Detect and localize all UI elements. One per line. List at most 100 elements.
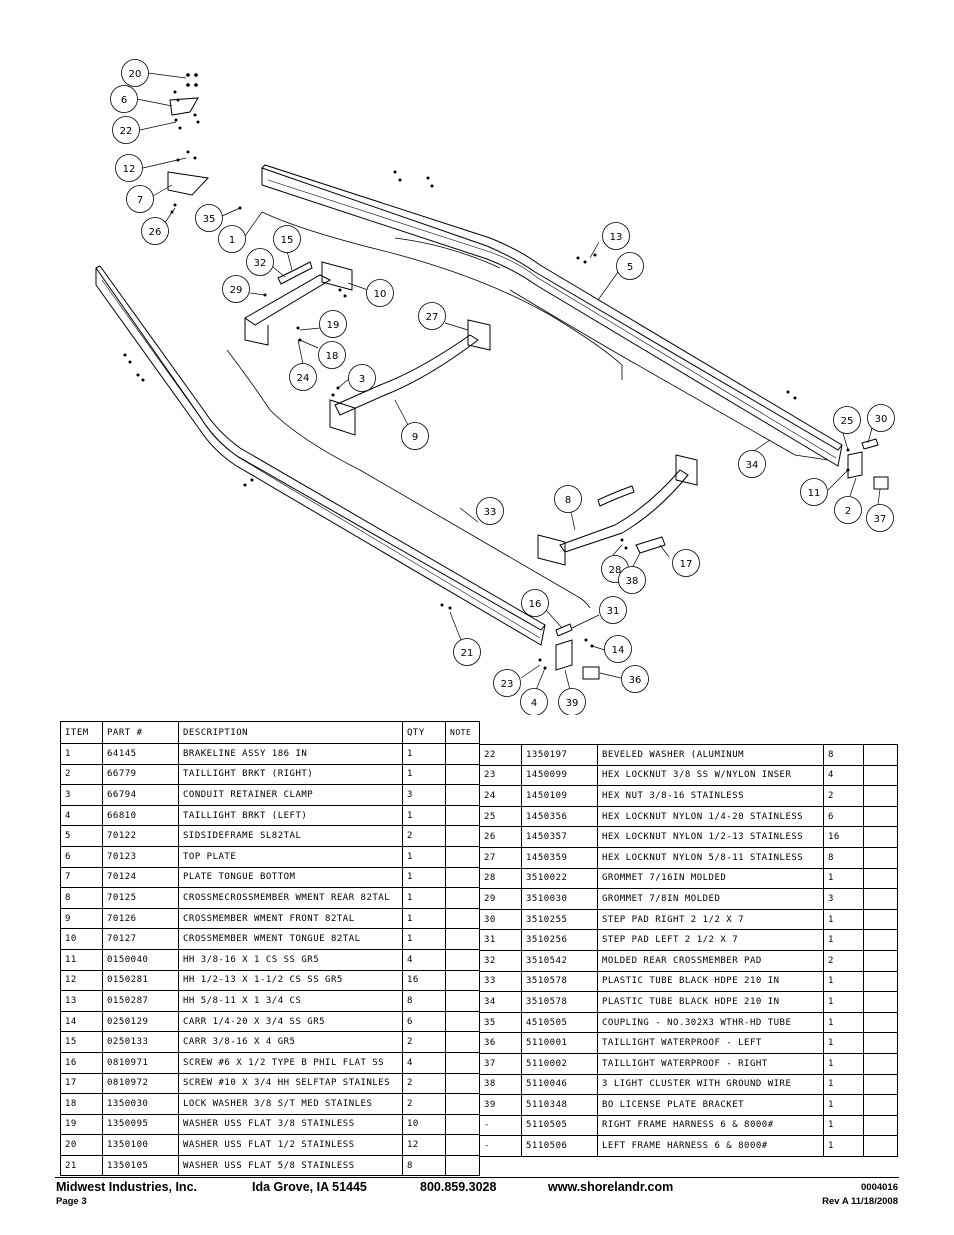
- svg-text:32: 32: [254, 258, 267, 269]
- callout-balloon: 5: [616, 252, 644, 280]
- cell-item: -: [479, 1135, 522, 1157]
- cell-note: [445, 1072, 480, 1095]
- cell-qty: 1: [823, 1114, 864, 1137]
- cell-description: STEP PAD RIGHT 2 1/2 X 7: [597, 908, 824, 931]
- header-item: ITEM: [60, 721, 103, 744]
- cell-description: TAILLIGHT WATERPROOF - RIGHT: [597, 1052, 824, 1075]
- svg-text:34: 34: [746, 460, 759, 471]
- cell-qty: 8: [402, 990, 446, 1012]
- cell-item: 13: [60, 990, 103, 1012]
- cell-qty: 1: [402, 928, 446, 950]
- svg-text:35: 35: [203, 214, 216, 225]
- cell-description: TAILLIGHT BRKT (LEFT): [178, 804, 403, 827]
- cell-note: [863, 929, 898, 951]
- cell-item: 7: [60, 866, 103, 889]
- taillight-bracket-left: [555, 639, 573, 671]
- cell-qty: 1: [823, 867, 864, 890]
- cell-item: 28: [479, 867, 522, 890]
- svg-text:38: 38: [626, 576, 639, 587]
- cell-description: WASHER USS FLAT 3/8 STAINLESS: [178, 1113, 403, 1136]
- cell-part: 70122: [102, 825, 179, 847]
- svg-text:21: 21: [461, 648, 474, 659]
- cell-qty: 2: [823, 785, 864, 807]
- cell-qty: 12: [402, 1134, 446, 1156]
- cell-description: HEX LOCKNUT NYLON 5/8-11 STAINLESS: [597, 846, 824, 869]
- svg-text:7: 7: [137, 195, 143, 206]
- svg-text:20: 20: [129, 69, 142, 80]
- cell-note: [445, 763, 480, 786]
- callout-balloon: 15: [273, 225, 301, 253]
- cell-part: 0810972: [102, 1072, 179, 1095]
- cell-item: 24: [479, 785, 522, 807]
- cell-item: 35: [479, 1011, 522, 1034]
- cell-qty: 1: [823, 1052, 864, 1075]
- cell-part: 5110046: [521, 1073, 598, 1096]
- svg-text:10: 10: [374, 289, 387, 300]
- cell-item: 17: [60, 1072, 103, 1095]
- svg-text:22: 22: [120, 126, 133, 137]
- taillight-left: [582, 666, 600, 680]
- callout-balloon: 21: [453, 638, 481, 666]
- cell-description: PLATE TONGUE BOTTOM: [178, 866, 403, 889]
- cell-note: [445, 845, 480, 868]
- callout-balloon: 20: [121, 59, 149, 87]
- cell-qty: 4: [402, 1051, 446, 1074]
- cell-item: 3: [60, 784, 103, 806]
- cell-qty: 1: [823, 908, 864, 931]
- cell-item: 6: [60, 845, 103, 868]
- callout-balloon: 39: [558, 688, 586, 715]
- cell-description: HEX LOCKNUT NYLON 1/2-13 STAINLESS: [597, 826, 824, 848]
- cell-part: 0250133: [102, 1031, 179, 1053]
- footer-phone: 800.859.3028: [420, 1180, 497, 1194]
- cell-qty: 4: [402, 948, 446, 971]
- cell-note: [445, 1154, 480, 1177]
- cell-note: [445, 948, 480, 971]
- cell-qty: 1: [823, 970, 864, 993]
- exploded-assembly-diagram: 20 6 22 12 7 26 35 1 15 32 29 10 19 18 2…: [95, 59, 895, 715]
- light-cluster: [635, 536, 666, 554]
- plastic-tube-left: [226, 349, 591, 609]
- callout-balloon: 36: [621, 665, 649, 693]
- svg-text:17: 17: [680, 559, 693, 570]
- taillight-right: [873, 476, 889, 490]
- callout-balloon: 23: [493, 669, 521, 697]
- cell-description: PLASTIC TUBE BLACK HDPE 210 IN: [597, 970, 824, 993]
- cell-description: SCREW #10 X 3/4 HH SELFTAP STAINLES: [178, 1072, 403, 1095]
- svg-text:27: 27: [426, 312, 439, 323]
- cell-qty: 1: [823, 1135, 864, 1157]
- cell-part: 1350100: [102, 1134, 179, 1156]
- side-frame-left: [95, 265, 546, 646]
- cell-item: 21: [60, 1154, 103, 1177]
- cell-description: PLASTIC TUBE BLACK HDPE 210 IN: [597, 991, 824, 1013]
- svg-text:2: 2: [845, 506, 851, 517]
- svg-text:4: 4: [531, 698, 537, 709]
- header-qty: QTY: [402, 721, 446, 744]
- cell-part: 1450356: [521, 805, 598, 828]
- svg-text:8: 8: [565, 495, 571, 506]
- svg-text:6: 6: [121, 95, 127, 106]
- callout-balloon: 9: [401, 422, 429, 450]
- callout-balloon: 4: [520, 688, 548, 715]
- crossmember-rear: [537, 454, 698, 566]
- cell-item: 26: [479, 826, 522, 848]
- cell-part: 0150287: [102, 990, 179, 1012]
- cell-item: 38: [479, 1073, 522, 1096]
- callout-balloon: 16: [521, 589, 549, 617]
- cell-qty: 8: [823, 744, 864, 766]
- cell-qty: 2: [402, 1072, 446, 1095]
- step-pad-left: [555, 623, 573, 637]
- cell-part: 0150040: [102, 948, 179, 971]
- cell-item: 15: [60, 1031, 103, 1053]
- cell-note: [445, 1031, 480, 1053]
